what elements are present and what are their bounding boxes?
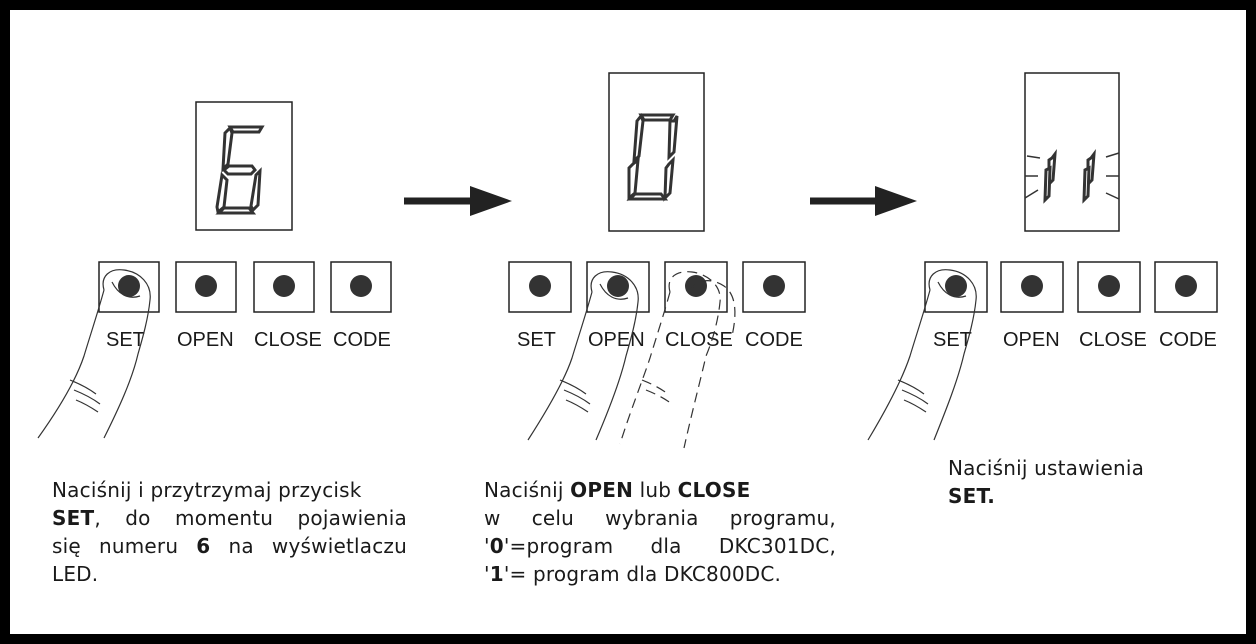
- digit-11: [1043, 148, 1096, 204]
- caption-bold: CLOSE: [677, 478, 751, 502]
- code-button-dot: [1175, 275, 1197, 297]
- caption-step-2: Naciśnij OPEN lub CLOSE w celu wybrania …: [484, 476, 836, 588]
- digit-6: [215, 125, 265, 215]
- code-label: CODE: [1159, 329, 1217, 351]
- set-button-dot: [118, 275, 140, 297]
- close-label: CLOSE: [665, 329, 733, 351]
- set-button[interactable]: [924, 261, 988, 313]
- panel-3: SET OPEN CLOSE CODE: [867, 72, 1218, 441]
- caption-bold: SET: [52, 506, 95, 530]
- open-label: OPEN: [588, 329, 645, 351]
- caption-bold: OPEN: [570, 478, 634, 502]
- open-button-dot: [195, 275, 217, 297]
- set-label: SET: [517, 329, 556, 351]
- caption-text: '=program dla DKC301DC,: [503, 534, 836, 558]
- caption-line: '1'= program dla DKC800DC.: [484, 560, 836, 588]
- code-button[interactable]: [1154, 261, 1218, 313]
- set-button-dot: [529, 275, 551, 297]
- caption-line: Naciśnij ustawienia: [948, 454, 1218, 482]
- caption-text: ': [484, 562, 490, 586]
- finger-icon: [37, 269, 151, 439]
- finger-icon: [867, 269, 977, 441]
- caption-text: ': [484, 534, 490, 558]
- caption-step-1: Naciśnij i przytrzymaj przycisk SET, do …: [52, 476, 407, 588]
- caption-line: SET.: [948, 482, 1218, 510]
- close-button-dot: [1098, 275, 1120, 297]
- caption-line: się numeru 6 na wyświetlaczu: [52, 532, 407, 560]
- panel-1: SET OPEN CLOSE CODE: [37, 101, 392, 439]
- close-button[interactable]: [664, 261, 728, 313]
- caption-text: się numeru: [52, 534, 197, 558]
- open-label: OPEN: [1003, 329, 1060, 351]
- set-label: SET: [933, 329, 972, 351]
- finger-icon: [527, 271, 639, 441]
- caption-line: w celu wybrania programu,: [484, 504, 836, 532]
- code-button-dot: [350, 275, 372, 297]
- code-button[interactable]: [330, 261, 392, 313]
- caption-text: Naciśnij: [484, 478, 571, 502]
- caption-bold: 0: [489, 534, 504, 558]
- panel-1-buttons: [98, 261, 392, 313]
- set-button[interactable]: [98, 261, 160, 313]
- caption-bold: SET.: [948, 484, 996, 508]
- caption-bold: 6: [196, 534, 211, 558]
- panel-2: SET OPEN CLOSE CODE: [508, 72, 806, 449]
- caption-line: '0'=program dla DKC301DC,: [484, 532, 836, 560]
- open-button-dot: [607, 275, 629, 297]
- open-label: OPEN: [177, 329, 234, 351]
- code-label: CODE: [745, 329, 803, 351]
- close-label: CLOSE: [254, 329, 322, 351]
- caption-text: LED.: [52, 562, 99, 586]
- arrow-right-icon: [404, 186, 512, 216]
- panel-2-buttons: [508, 261, 806, 313]
- caption-line: SET, do momentu pojawienia: [52, 504, 407, 532]
- caption-text: Naciśnij ustawienia: [948, 456, 1145, 480]
- caption-text: lub: [633, 478, 678, 502]
- caption-line: LED.: [52, 560, 407, 588]
- caption-bold: 1: [489, 562, 504, 586]
- caption-text: na wyświetlaczu: [210, 534, 407, 558]
- set-button[interactable]: [508, 261, 572, 313]
- caption-text: '= program dla DKC800DC.: [503, 562, 782, 586]
- led-display-2: [608, 72, 705, 232]
- caption-line: Naciśnij OPEN lub CLOSE: [484, 476, 836, 504]
- open-button[interactable]: [586, 261, 650, 313]
- caption-text: , do momentu pojawienia: [94, 506, 407, 530]
- set-label: SET: [106, 329, 145, 351]
- close-button[interactable]: [1077, 261, 1141, 313]
- close-label: CLOSE: [1079, 329, 1147, 351]
- close-button-dot: [273, 275, 295, 297]
- panel-3-buttons: [924, 261, 1218, 313]
- close-button-dot: [685, 275, 707, 297]
- caption-line: Naciśnij i przytrzymaj przycisk: [52, 476, 407, 504]
- led-display-1: [195, 101, 293, 231]
- caption-step-3: Naciśnij ustawienia SET.: [948, 454, 1218, 510]
- finger-motion-icon: [619, 271, 736, 449]
- arrow-right-icon: [810, 186, 917, 216]
- code-label: CODE: [333, 329, 391, 351]
- open-button-dot: [1021, 275, 1043, 297]
- close-button[interactable]: [253, 261, 315, 313]
- set-button-dot: [945, 275, 967, 297]
- code-button[interactable]: [742, 261, 806, 313]
- caption-text: Naciśnij i przytrzymaj przycisk: [52, 478, 362, 502]
- digit-0: [626, 113, 679, 202]
- led-display-3: [1024, 72, 1120, 232]
- open-button[interactable]: [1000, 261, 1064, 313]
- blink-rays-icon: [1024, 152, 1120, 200]
- caption-text: w celu wybrania programu,: [484, 506, 836, 530]
- open-button[interactable]: [175, 261, 237, 313]
- code-button-dot: [763, 275, 785, 297]
